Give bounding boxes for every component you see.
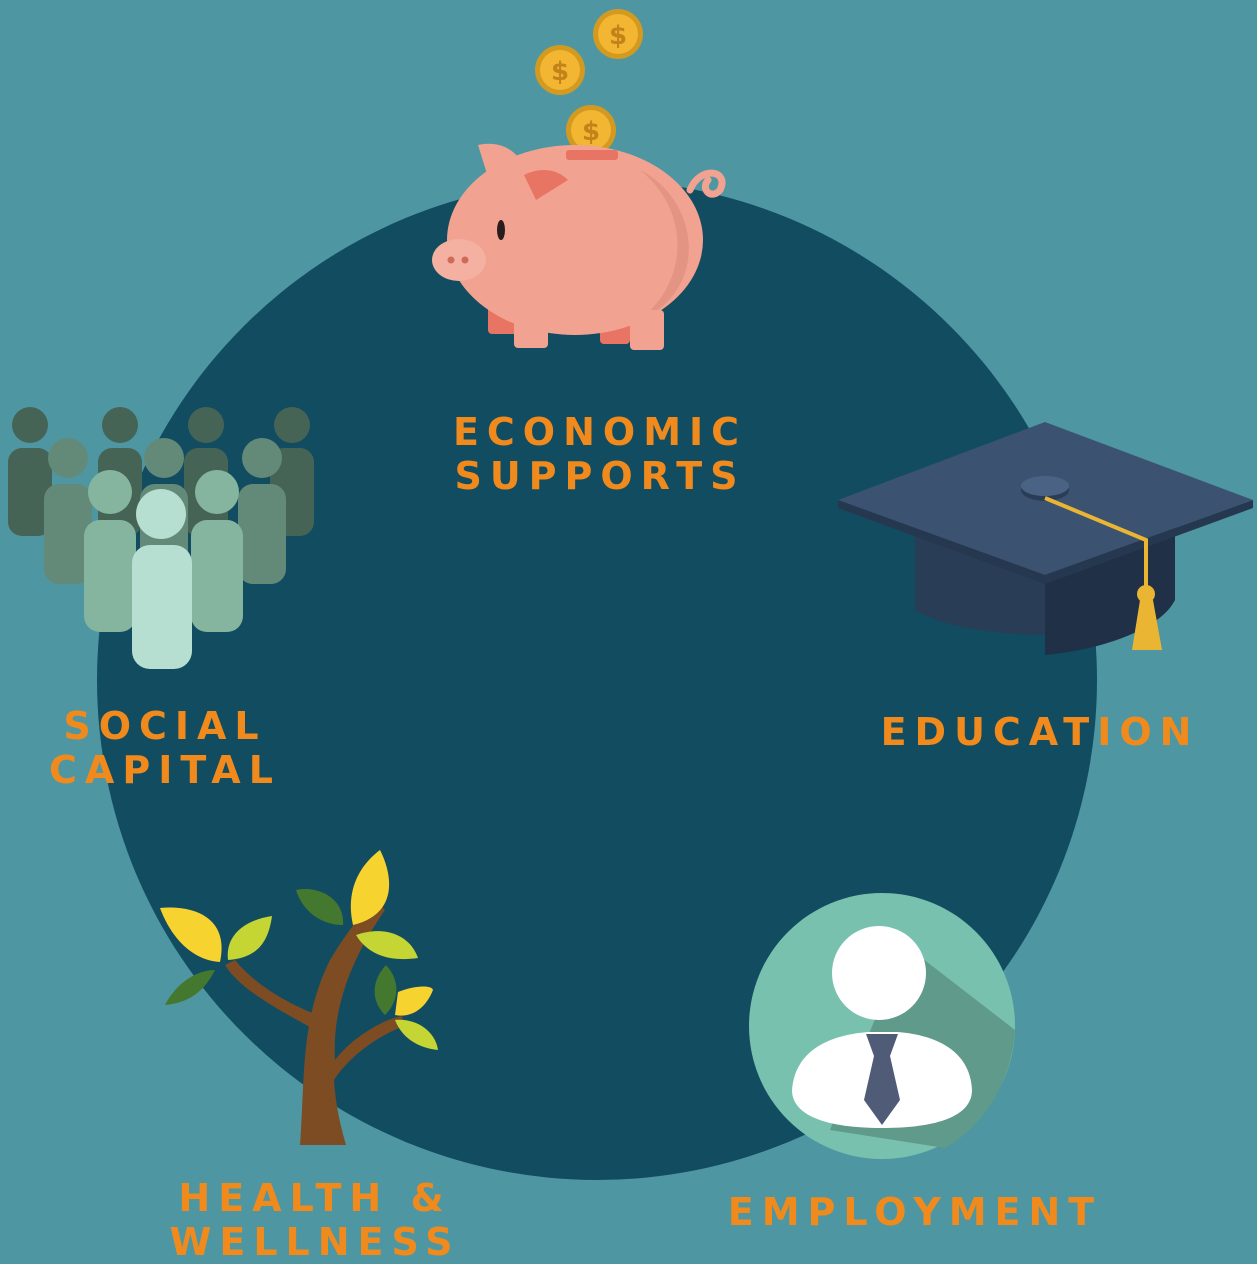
svg-text:$: $ (609, 21, 627, 51)
social-capital-label: SOCIAL CAPITAL (20, 704, 310, 792)
label-line: HEALTH & (178, 1176, 452, 1220)
tree-icon (160, 850, 438, 1145)
label-line: WELLNESS (169, 1220, 461, 1264)
label-line: SUPPORTS (454, 454, 746, 498)
coin-icon: $ (566, 105, 616, 155)
employee-avatar-icon (749, 893, 1015, 1159)
coin-icon: $ (535, 45, 585, 95)
graduation-cap-icon (838, 422, 1253, 655)
coin-icon: $ (593, 9, 643, 59)
label-line: EMPLOYMENT (727, 1190, 1103, 1234)
piggy-bank-icon: $ $ $ (432, 9, 726, 350)
people-crowd-icon (8, 407, 314, 669)
employment-label: EMPLOYMENT (720, 1190, 1110, 1234)
label-line: EDUCATION (880, 710, 1200, 754)
label-line: ECONOMIC (452, 410, 748, 454)
health-wellness-label: HEALTH & WELLNESS (150, 1176, 480, 1264)
svg-text:$: $ (551, 57, 569, 87)
svg-text:$: $ (582, 117, 600, 147)
label-line: CAPITAL (49, 748, 281, 792)
economic-supports-label: ECONOMIC SUPPORTS (430, 410, 770, 498)
education-label: EDUCATION (880, 710, 1200, 754)
label-line: SOCIAL (63, 704, 267, 748)
